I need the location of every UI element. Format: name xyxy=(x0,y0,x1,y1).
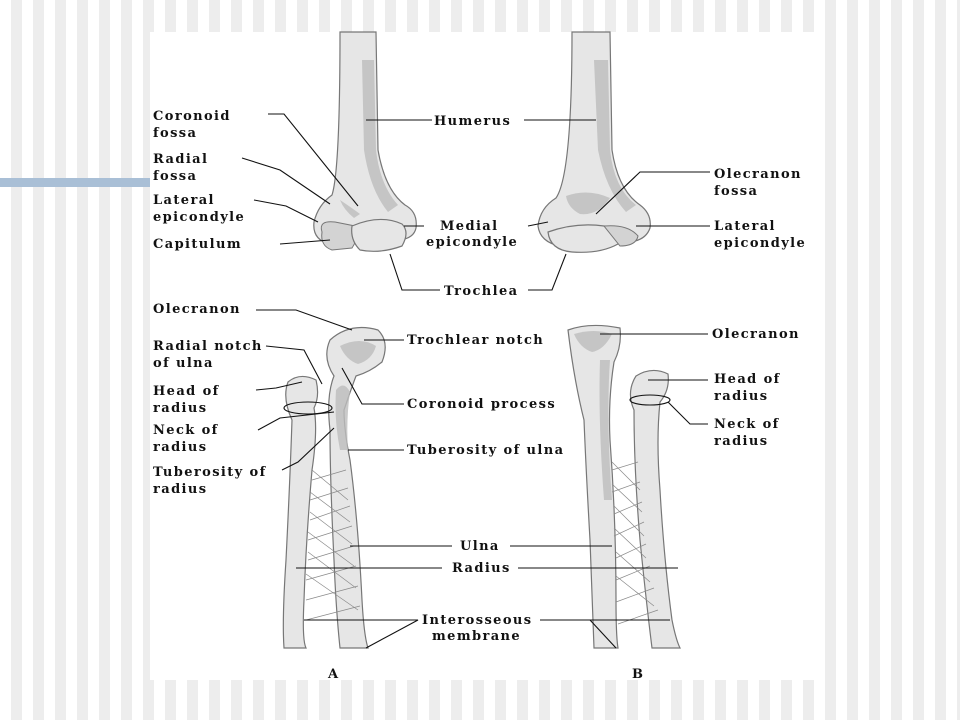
label-neck-radius-b-1: Neck of xyxy=(714,417,780,432)
label-coronoid-fossa-1: Coronoid xyxy=(153,109,231,124)
labels: Coronoid fossa Radial fossa Lateral epic… xyxy=(153,109,806,682)
accent-bar xyxy=(0,178,160,187)
label-tuberosity-ulna: Tuberosity of ulna xyxy=(407,443,564,458)
label-lateral-epicondyle-a-1: Lateral xyxy=(153,193,215,208)
label-radial-fossa-1: Radial xyxy=(153,152,208,167)
forearm-posterior xyxy=(567,324,681,649)
label-tuberosity-radius-2: radius xyxy=(153,482,207,497)
label-trochlea: Trochlea xyxy=(444,284,518,299)
label-radial-notch-2: of ulna xyxy=(153,356,214,371)
humerus-anterior xyxy=(313,31,417,252)
label-coronoid-fossa-2: fossa xyxy=(153,126,197,141)
label-lateral-epicondyle-b-1: Lateral xyxy=(714,219,776,234)
label-olecranon-fossa-2: fossa xyxy=(714,184,758,199)
label-olecranon-b: Olecranon xyxy=(712,327,800,342)
label-coronoid-process: Coronoid process xyxy=(407,397,556,412)
label-neck-radius-b-2: radius xyxy=(714,434,768,449)
label-radial-notch-1: Radial notch xyxy=(153,339,263,354)
label-lateral-epicondyle-a-2: epicondyle xyxy=(153,210,245,225)
label-interosseous-2: membrane xyxy=(432,629,521,644)
humerus-posterior xyxy=(537,31,651,253)
label-radius: Radius xyxy=(452,561,511,576)
label-ulna: Ulna xyxy=(460,539,500,554)
diagram-panel xyxy=(150,32,816,680)
label-lateral-epicondyle-b-2: epicondyle xyxy=(714,236,806,251)
label-head-radius-b-1: Head of xyxy=(714,372,781,387)
leader-lines xyxy=(241,113,710,649)
label-humerus: Humerus xyxy=(434,114,511,129)
label-head-radius-a-1: Head of xyxy=(153,384,220,399)
label-interosseous-1: Interosseous xyxy=(422,613,532,628)
label-neck-radius-a-2: radius xyxy=(153,440,207,455)
label-capitulum: Capitulum xyxy=(153,237,242,252)
label-head-radius-b-2: radius xyxy=(714,389,768,404)
interosseous-membrane-posterior xyxy=(611,461,659,625)
label-radial-fossa-2: fossa xyxy=(153,169,197,184)
label-olecranon-fossa-1: Olecranon xyxy=(714,167,802,182)
label-trochlear-notch: Trochlear notch xyxy=(407,333,544,348)
interosseous-membrane-anterior xyxy=(305,469,361,621)
label-view-b: B xyxy=(632,667,644,682)
forearm-anterior xyxy=(282,327,386,649)
label-medial-epicondyle-1: Medial xyxy=(440,219,498,234)
label-head-radius-a-2: radius xyxy=(153,401,207,416)
label-medial-epicondyle-2: epicondyle xyxy=(426,235,518,250)
label-olecranon-a: Olecranon xyxy=(153,302,241,317)
label-view-a: A xyxy=(327,667,340,682)
label-neck-radius-a-1: Neck of xyxy=(153,423,219,438)
label-tuberosity-radius-1: Tuberosity of xyxy=(153,465,267,480)
